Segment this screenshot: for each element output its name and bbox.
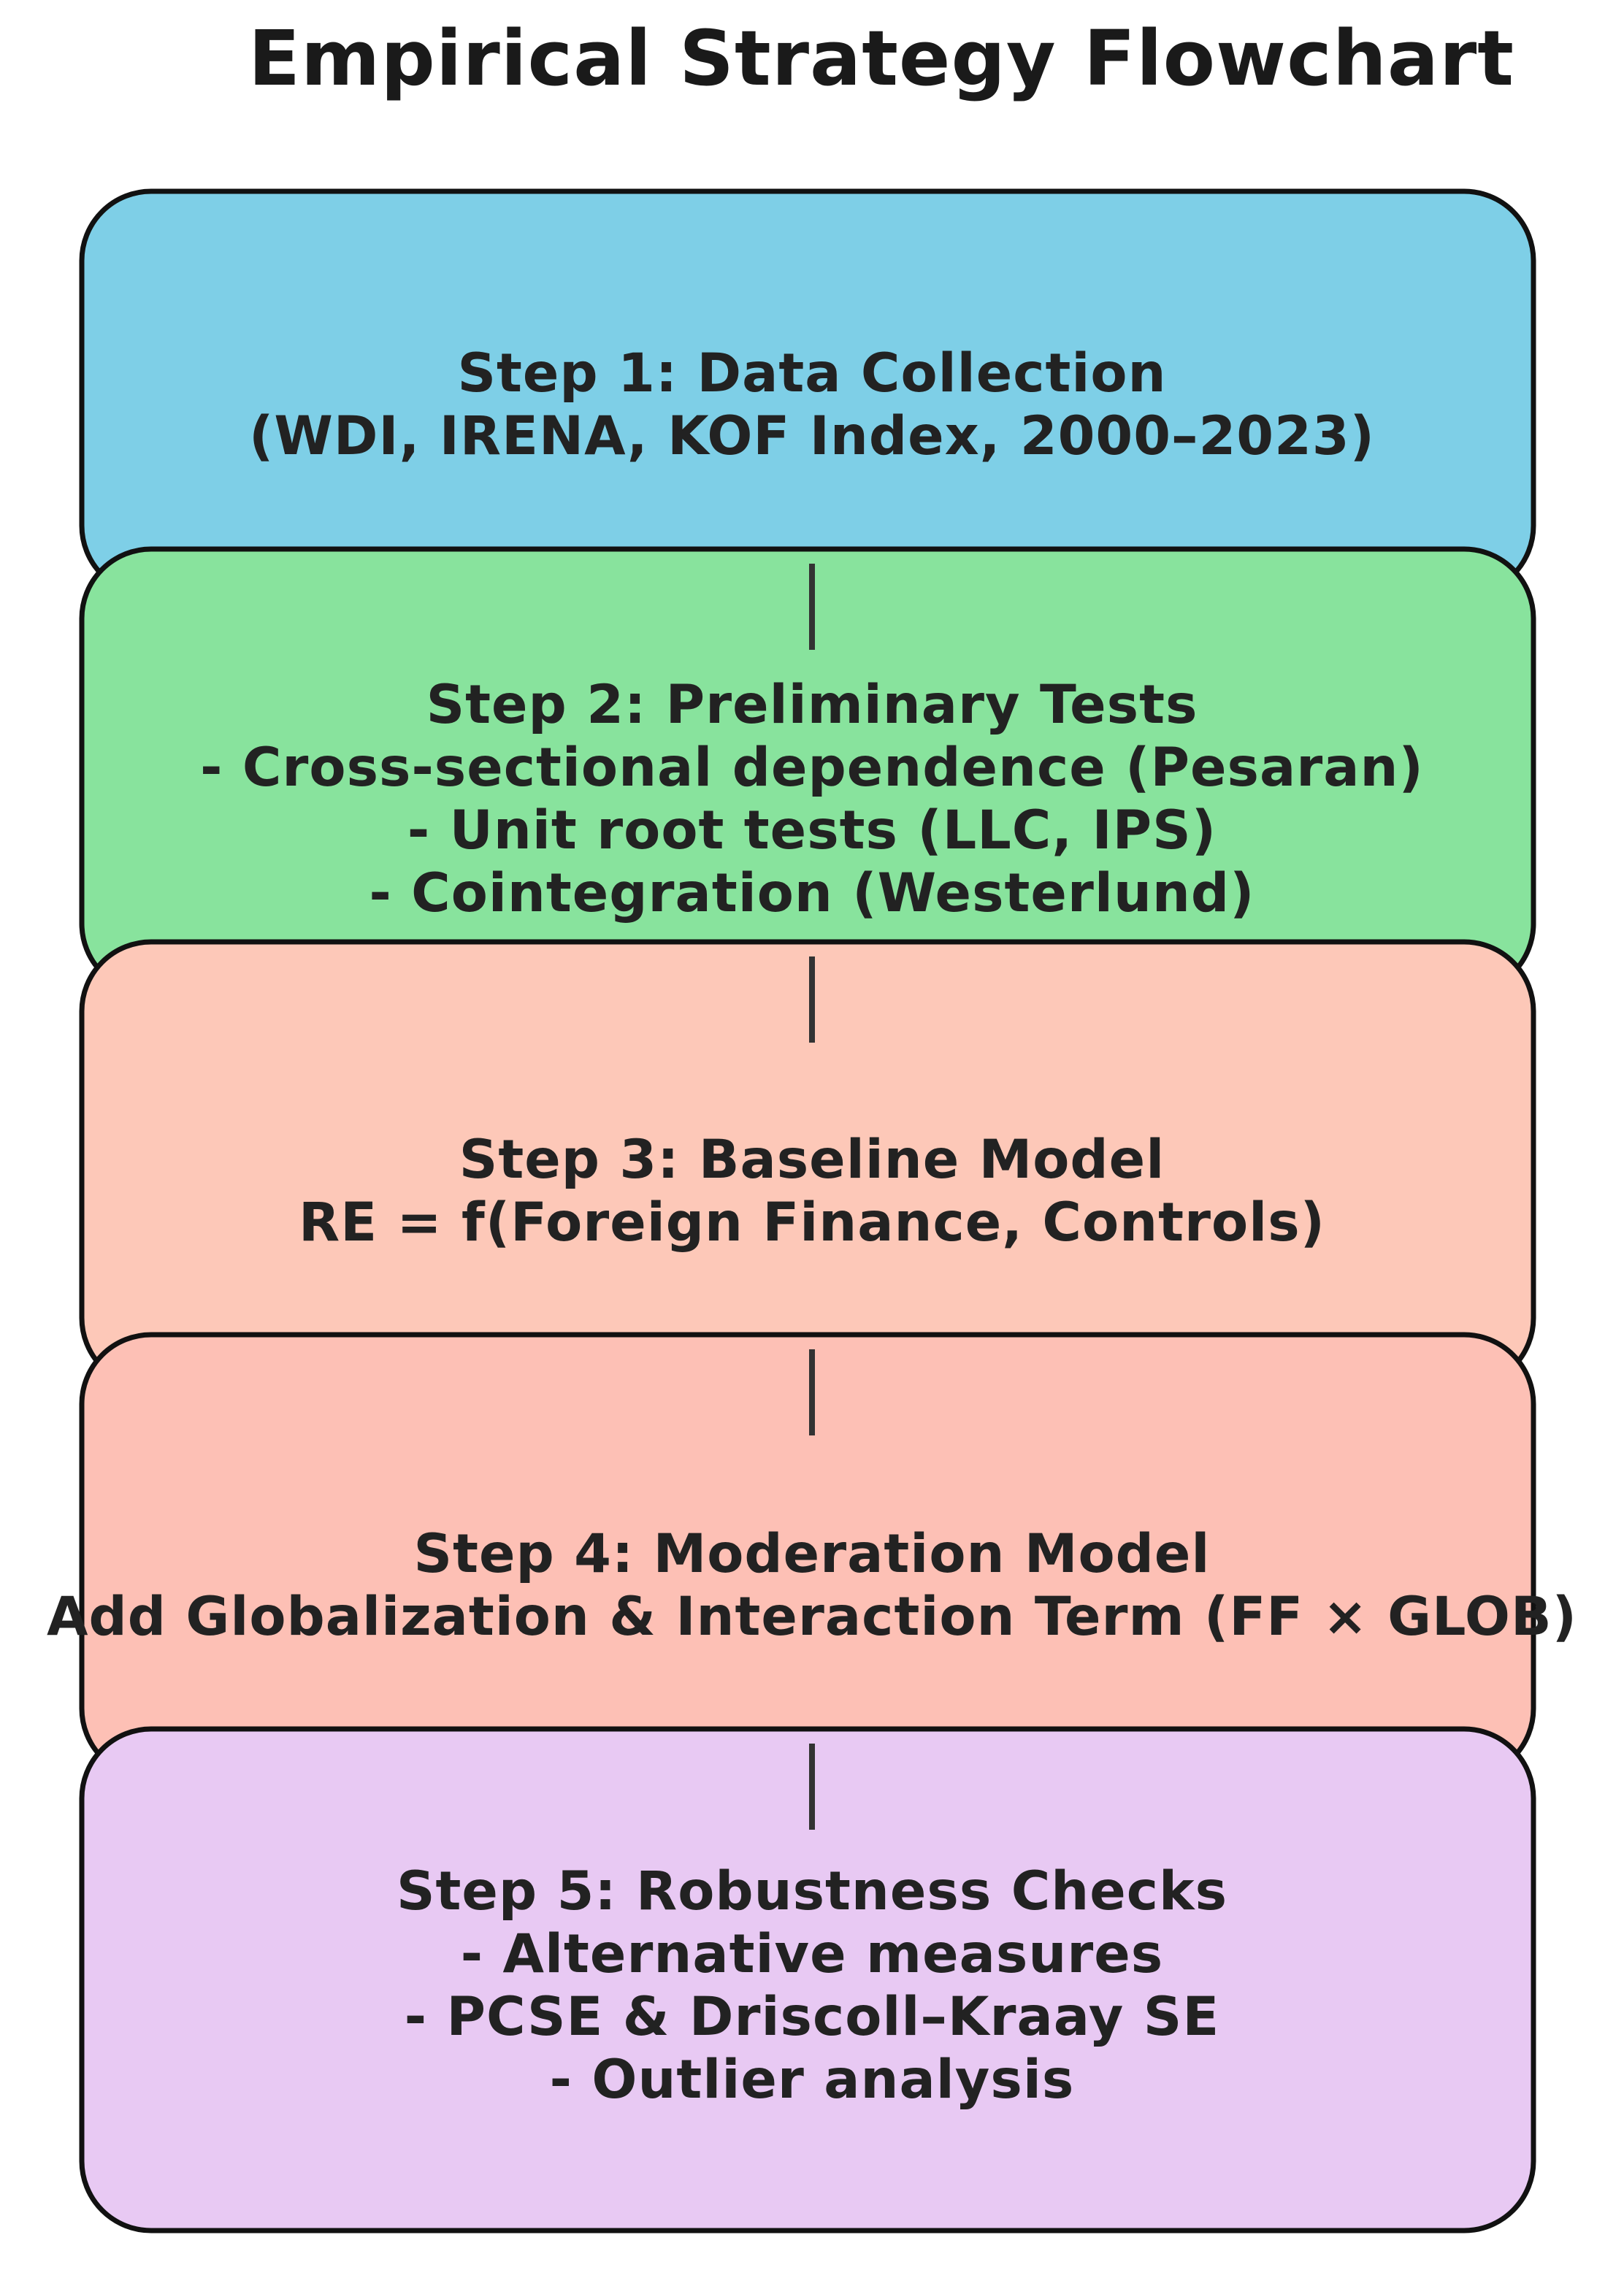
- step-detail-line: - Unit root tests (LLC, IPS): [407, 800, 1217, 862]
- step-label-2: Step 2: Preliminary Tests- Cross-section…: [0, 674, 1624, 925]
- step-heading: Step 1: Data Collection: [457, 342, 1167, 404]
- page-title: Empirical Strategy Flowchart: [248, 14, 1514, 103]
- step-heading: Step 3: Baseline Model: [459, 1129, 1165, 1191]
- step-detail-line: (WDI, IRENA, KOF Index, 2000–2023): [248, 405, 1376, 467]
- step-heading: Step 5: Robustness Checks: [396, 1860, 1228, 1922]
- step-detail-line: - Alternative measures: [460, 1923, 1164, 1985]
- step-label-5: Step 5: Robustness Checks- Alternative m…: [0, 1860, 1624, 2112]
- step-detail-line: - Cointegration (Westerlund): [369, 862, 1255, 924]
- step-detail-line: - Cross-sectional dependence (Pesaran): [200, 737, 1424, 799]
- step-detail-line: RE = f(Foreign Finance, Controls): [298, 1192, 1326, 1254]
- step-detail-line: Add Globalization & Interaction Term (FF…: [47, 1586, 1577, 1648]
- step-label-1: Step 1: Data Collection(WDI, IRENA, KOF …: [0, 342, 1624, 468]
- step-heading: Step 2: Preliminary Tests: [426, 674, 1198, 736]
- step-heading: Step 4: Moderation Model: [413, 1523, 1211, 1585]
- step-boxes: [79, 188, 1536, 2233]
- step-detail-line: - PCSE & Driscoll–Kraay SE: [404, 1986, 1220, 2048]
- step-detail-line: - Outlier analysis: [549, 2049, 1075, 2111]
- step-box-5: [79, 1726, 1536, 2233]
